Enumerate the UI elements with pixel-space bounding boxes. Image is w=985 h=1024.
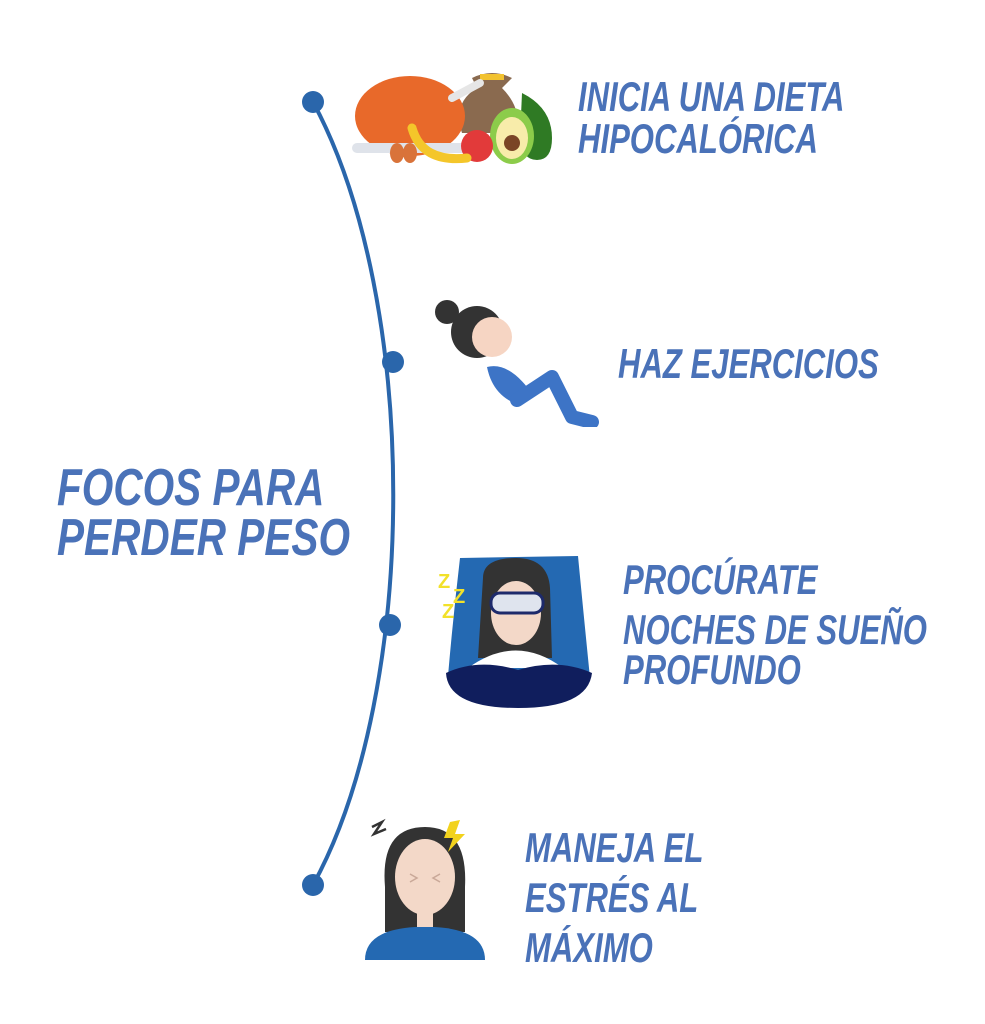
timeline-curve	[311, 101, 396, 886]
food-icon	[352, 73, 552, 164]
item-3-line-1: PROCÚRATE	[623, 556, 818, 603]
item-2-line-1: HAZ EJERCICIOS	[618, 340, 879, 387]
item-4-line-1: MANEJA EL	[525, 824, 704, 871]
stress-icon	[365, 818, 485, 960]
timeline-dot-4	[302, 874, 324, 896]
item-3-line-2: NOCHES DE SUEÑO	[623, 606, 927, 653]
item-1-line-1: INICIA UNA DIETA	[578, 73, 845, 120]
sleep-icon: Z Z Z	[438, 556, 592, 708]
title-line-1: FOCOS PARA	[57, 459, 325, 517]
item-4-line-2: ESTRÉS AL	[525, 874, 699, 921]
exercise-icon	[435, 300, 599, 427]
title-line-2: PERDER PESO	[57, 509, 351, 567]
svg-text:Z: Z	[453, 586, 465, 608]
svg-text:Z: Z	[442, 601, 454, 623]
item-1-line-2: HIPOCALÓRICA	[578, 115, 819, 162]
svg-text:Z: Z	[438, 571, 450, 593]
item-3-line-3: PROFUNDO	[623, 646, 801, 693]
item-4-line-3: MÁXIMO	[525, 924, 653, 971]
timeline-dot-3	[379, 614, 401, 636]
timeline-dot-1	[302, 91, 324, 113]
timeline-dot-2	[382, 351, 404, 373]
